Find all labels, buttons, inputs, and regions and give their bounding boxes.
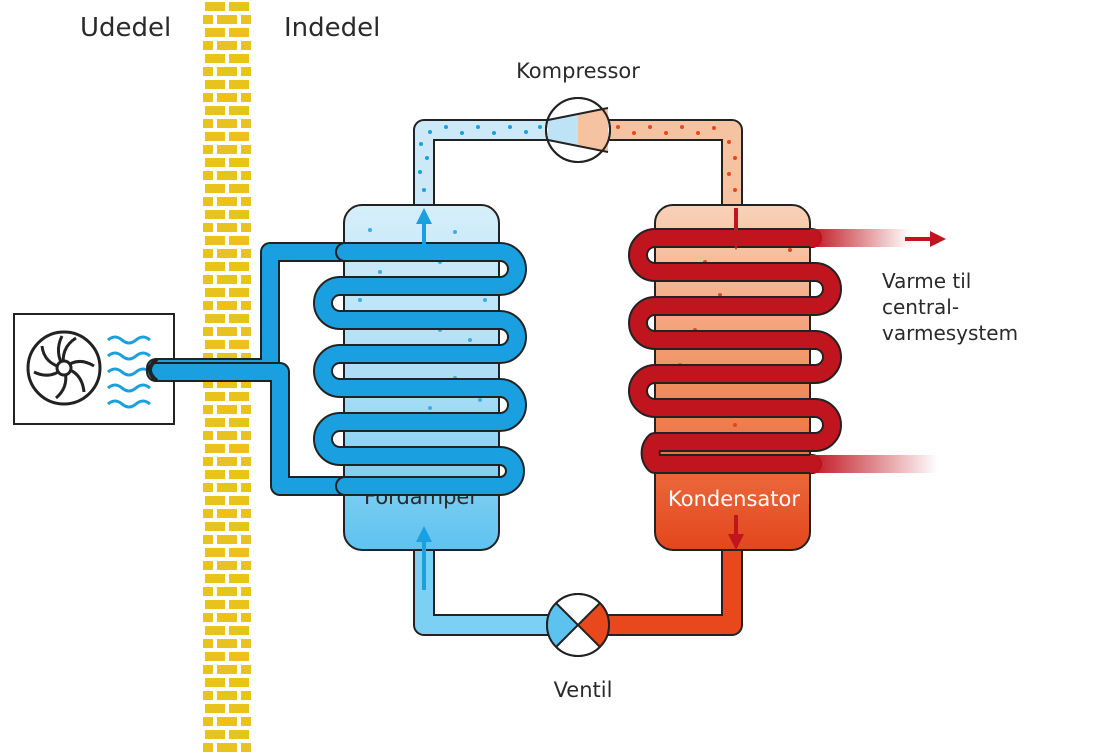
- flow-arrow-icon: [416, 208, 432, 258]
- compressor-icon: [545, 97, 611, 163]
- evaporator-coil: [313, 242, 527, 496]
- heat-output-line-2: central-: [882, 295, 959, 319]
- condenser-label: Kondensator: [668, 487, 800, 511]
- compressor-label: Kompressor: [516, 59, 640, 83]
- outdoor-water-loop: [146, 242, 355, 496]
- flow-arrow-icon: [728, 515, 744, 550]
- valve-icon: [546, 593, 610, 657]
- heat-output-label: Varme til central- varmesystem: [882, 269, 1018, 345]
- flow-arrow-icon: [416, 526, 432, 590]
- fan-icon: [26, 330, 102, 406]
- heat-output-line-1: Varme til: [882, 269, 971, 293]
- pipe-particles-hot: [616, 125, 737, 192]
- pipe-particles-cold: [418, 125, 542, 192]
- air-waves-icon: [107, 335, 151, 409]
- outdoor-label: Udedel: [80, 13, 171, 43]
- valve-label: Ventil: [554, 678, 613, 702]
- flow-arrow-icon: [905, 231, 946, 247]
- central-heating-lines: [810, 229, 946, 473]
- condenser-coil: [628, 228, 842, 474]
- indoor-label: Indedel: [284, 13, 380, 43]
- flow-arrow-icon: [728, 208, 744, 250]
- heat-output-line-3: varmesystem: [882, 321, 1018, 345]
